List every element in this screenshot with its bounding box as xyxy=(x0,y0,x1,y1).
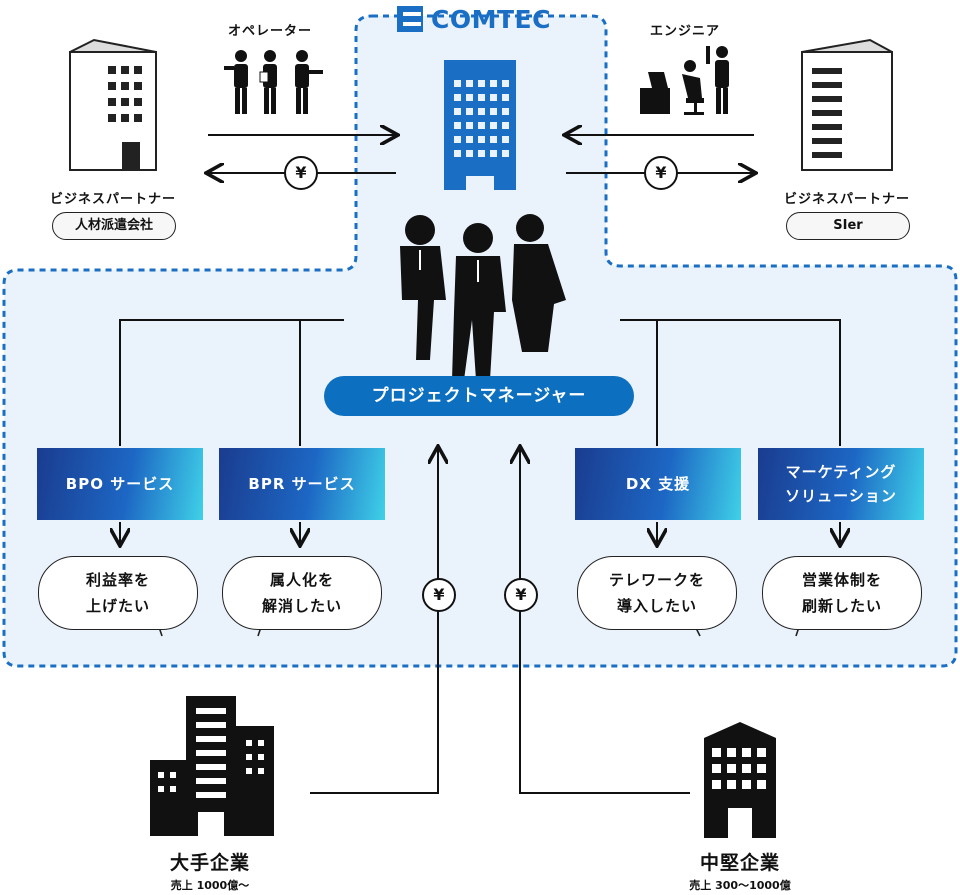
need-bubble-marketing: 営業体制を 刷新したい xyxy=(762,556,922,630)
service-tree-lines xyxy=(119,319,841,446)
mid-client-yen-icon: ¥ xyxy=(504,578,538,612)
mid-client-building-icon xyxy=(704,722,776,838)
service-dx: DX 支援 xyxy=(575,448,741,520)
comtec-logo-text: COMTEC xyxy=(431,4,551,34)
project-manager-badge: プロジェクトマネージャー xyxy=(324,376,634,416)
large-client-building-icon xyxy=(150,696,274,836)
need-bubble-dx: テレワークを 導入したい xyxy=(577,556,737,630)
service-down-arrows xyxy=(120,522,840,544)
arrow-large-client-to-comtec xyxy=(310,448,438,794)
comtec-logo: COMTEC xyxy=(395,2,551,36)
left-partner-yen-icon: ¥ xyxy=(284,156,318,190)
right-partner-label: ビジネスパートナー xyxy=(783,192,910,207)
project-manager-people-icon xyxy=(400,214,566,380)
mid-client: 中堅企業 売上 300～1000億 xyxy=(660,848,820,893)
large-client-revenue: 売上 1000億～ xyxy=(170,879,250,892)
need-bubble-bpr: 属人化を 解消したい xyxy=(222,556,382,630)
right-partner-type-badge: SIer xyxy=(786,212,910,240)
right-partner-yen-icon: ¥ xyxy=(644,156,678,190)
comtec-logo-icon xyxy=(397,6,423,32)
right-partner-building-icon xyxy=(801,38,893,171)
large-client-name: 大手企業 xyxy=(169,852,250,874)
engineer-people-icon xyxy=(640,46,729,115)
arrow-mid-client-to-comtec xyxy=(520,448,690,794)
left-partner-building-icon xyxy=(69,38,157,171)
service-bpr: BPR サービス xyxy=(219,448,385,520)
engineer-label: エンジニア xyxy=(649,24,720,39)
mid-client-name: 中堅企業 xyxy=(699,852,780,874)
comtec-building-icon xyxy=(444,60,516,190)
service-bpo: BPO サービス xyxy=(37,448,203,520)
operator-label: オペレーター xyxy=(227,24,312,39)
mid-client-revenue: 売上 300～1000億 xyxy=(689,879,791,892)
large-client: 大手企業 売上 1000億～ xyxy=(130,848,290,893)
large-client-yen-icon: ¥ xyxy=(422,578,456,612)
left-partner-type-badge: 人材派遣会社 xyxy=(52,212,176,240)
service-marketing: マーケティング ソリューション xyxy=(758,448,924,520)
left-partner-label: ビジネスパートナー xyxy=(49,192,176,207)
operator-people-icon xyxy=(224,50,323,114)
need-bubble-bpo: 利益率を 上げたい xyxy=(38,556,198,630)
